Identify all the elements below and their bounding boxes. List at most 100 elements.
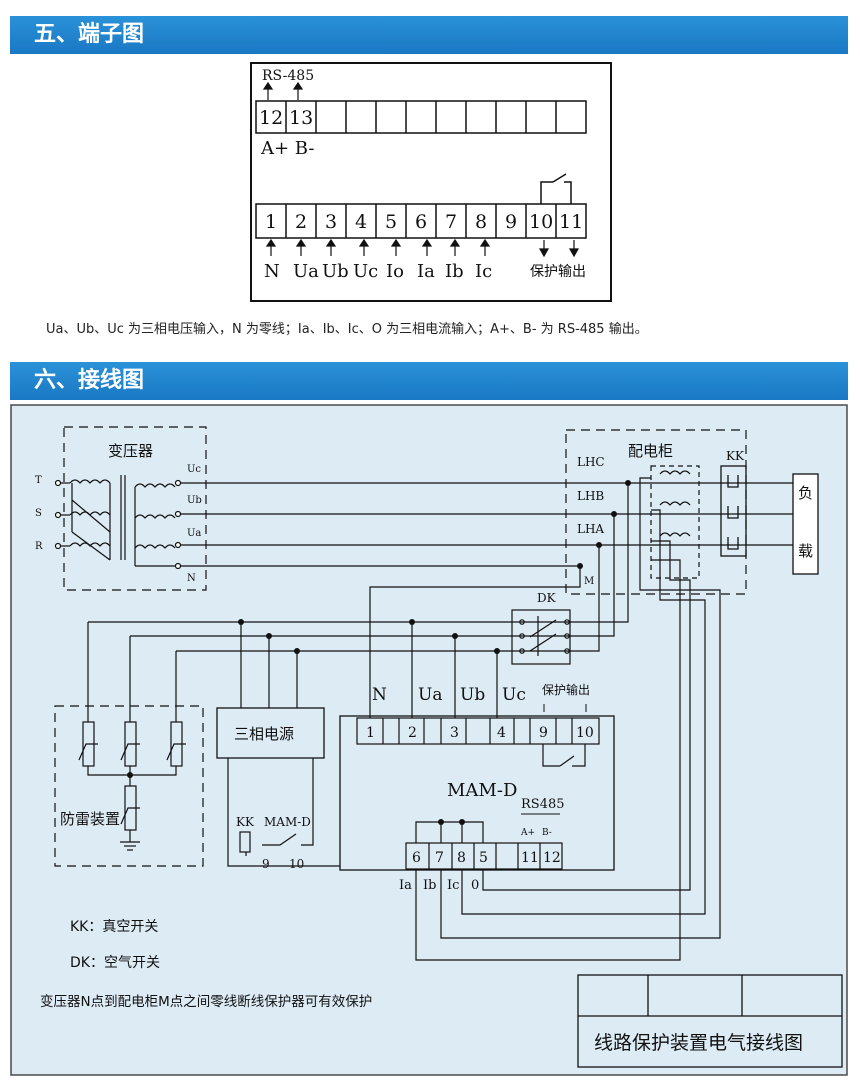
device-terminal-2: 2 bbox=[408, 725, 417, 741]
lightning-label: 防雷装置 bbox=[60, 810, 120, 828]
signal-ic: Ic bbox=[475, 261, 492, 282]
mamd-device bbox=[339, 715, 615, 871]
power-label: 三相电源 bbox=[234, 725, 294, 743]
signal-ub: Ub bbox=[322, 261, 349, 282]
m-label: M bbox=[584, 576, 594, 587]
phase-s: S bbox=[35, 508, 42, 519]
terminal-2: 2 bbox=[295, 211, 307, 233]
legend-kk: KK：真空开关 bbox=[70, 919, 158, 935]
dk-label: DK bbox=[537, 591, 557, 605]
current-terminal-7: 7 bbox=[435, 850, 444, 866]
signal-uc: Uc bbox=[353, 261, 378, 282]
terminal-12: 12 bbox=[259, 107, 283, 129]
phase-uc: Uc bbox=[187, 464, 201, 475]
input-arrows bbox=[265, 238, 491, 256]
model-label: MAM-D bbox=[447, 780, 517, 801]
device-terminal-3: 3 bbox=[450, 725, 459, 741]
lhc-label: LHC bbox=[577, 455, 605, 469]
current-common-link bbox=[415, 821, 484, 843]
protect-output-label: 保护输出 bbox=[530, 264, 586, 280]
terminal-8: 8 bbox=[475, 211, 487, 233]
output-terminal-circles bbox=[174, 479, 182, 570]
device-ub: Ub bbox=[460, 685, 485, 705]
power-box bbox=[216, 707, 325, 759]
protect-arrows bbox=[543, 704, 587, 712]
rs485-arrows bbox=[262, 81, 304, 100]
terminal-9: 9 bbox=[505, 211, 517, 233]
current-ia: Ia bbox=[399, 878, 412, 893]
distribution-lines bbox=[87, 621, 512, 722]
load-label-1: 负 bbox=[798, 484, 813, 502]
current-terminal-dividers bbox=[428, 843, 541, 869]
signal-n: N bbox=[264, 261, 280, 282]
transformer-box bbox=[63, 426, 207, 591]
cabinet-feed-lines bbox=[369, 477, 721, 961]
device-ua: Ua bbox=[418, 685, 442, 705]
section-banner-wiring: 六、接线图 bbox=[10, 362, 848, 400]
current-transformers bbox=[650, 465, 700, 579]
section-banner-terminal: 五、端子图 bbox=[10, 16, 848, 54]
distribution-junctions bbox=[238, 619, 500, 654]
power-mam: MAM-D bbox=[264, 815, 311, 829]
lightning-junction bbox=[127, 772, 133, 778]
cabinet-label: 配电柜 bbox=[628, 442, 673, 460]
current-terminal-8: 8 bbox=[457, 850, 466, 866]
terminal-note: Ua、Ub、Uc 为三相电压输入，N 为零线；Ia、Ib、Ic、O 为三相电流输… bbox=[46, 322, 648, 337]
power-kk: KK bbox=[236, 815, 255, 829]
lha-label: LHA bbox=[577, 522, 604, 536]
rs485-label: RS-485 bbox=[262, 68, 314, 84]
load-label-2: 载 bbox=[798, 542, 813, 560]
current-terminal-numbers: 6 7 8 5 11 12 bbox=[412, 850, 561, 866]
load-box bbox=[792, 473, 819, 575]
power-10: 10 bbox=[289, 857, 304, 871]
phase-out-labels: Uc Ub Ua N bbox=[187, 464, 202, 584]
device-terminal-10: 10 bbox=[576, 725, 594, 741]
terminal-13: 13 bbox=[289, 107, 313, 129]
device-terminal-1: 1 bbox=[366, 725, 375, 741]
signal-ia: Ia bbox=[417, 261, 435, 282]
terminal-11: 11 bbox=[559, 211, 583, 233]
title-block-text: 线路保护装置电气接线图 bbox=[594, 1032, 803, 1054]
current-signal-labels: Ia Ib Ic 0 bbox=[399, 878, 479, 893]
transformer-label: 变压器 bbox=[108, 442, 153, 460]
power-loop bbox=[227, 758, 340, 867]
device-terminal-4: 4 bbox=[497, 725, 506, 741]
terminal-3: 3 bbox=[325, 211, 337, 233]
rs485-b: B- bbox=[542, 828, 552, 838]
lh-labels: LHC LHB LHA bbox=[577, 455, 605, 536]
relay-contact bbox=[540, 173, 572, 204]
terminal-1: 1 bbox=[265, 211, 277, 233]
kk-switch bbox=[720, 465, 747, 557]
device-terminal-dividers bbox=[382, 718, 573, 744]
device-terminal-numbers: 1 2 3 4 9 10 bbox=[366, 725, 594, 741]
phase-ub: Ub bbox=[187, 495, 202, 506]
phase-t: T bbox=[35, 475, 42, 486]
terminal-6: 6 bbox=[415, 211, 427, 233]
device-terminal-strip bbox=[356, 717, 600, 745]
device-relay-contact bbox=[542, 744, 586, 767]
transformer-windings bbox=[54, 475, 176, 566]
title-block bbox=[577, 974, 843, 1068]
lightning-box bbox=[54, 705, 204, 867]
dk-switch bbox=[511, 609, 571, 665]
signal-io: Io bbox=[386, 261, 404, 282]
legend-dk: DK：空气开关 bbox=[70, 955, 160, 971]
rs485-label-wiring: RS485 bbox=[521, 797, 565, 812]
terminal-7: 7 bbox=[445, 211, 457, 233]
terminal-10: 10 bbox=[529, 211, 553, 233]
kk-label: KK bbox=[726, 449, 745, 463]
output-arrows bbox=[538, 240, 580, 258]
legend-note: 变压器N点到配电柜M点之间零线断线保护器可有效保护 bbox=[40, 994, 372, 1010]
rs485-a: A+ bbox=[520, 828, 535, 838]
current-ic: Ic bbox=[447, 878, 459, 893]
terminal-5: 5 bbox=[385, 211, 397, 233]
current-terminal-6: 6 bbox=[412, 850, 421, 866]
current-link-junctions bbox=[438, 819, 465, 825]
current-terminal-5: 5 bbox=[479, 850, 488, 866]
phase-in-labels: T S R bbox=[35, 475, 43, 552]
phase-n: N bbox=[187, 573, 196, 584]
current-terminal-11: 11 bbox=[521, 850, 539, 866]
device-protect-label: 保护输出 bbox=[542, 682, 590, 697]
current-0: 0 bbox=[471, 878, 479, 893]
